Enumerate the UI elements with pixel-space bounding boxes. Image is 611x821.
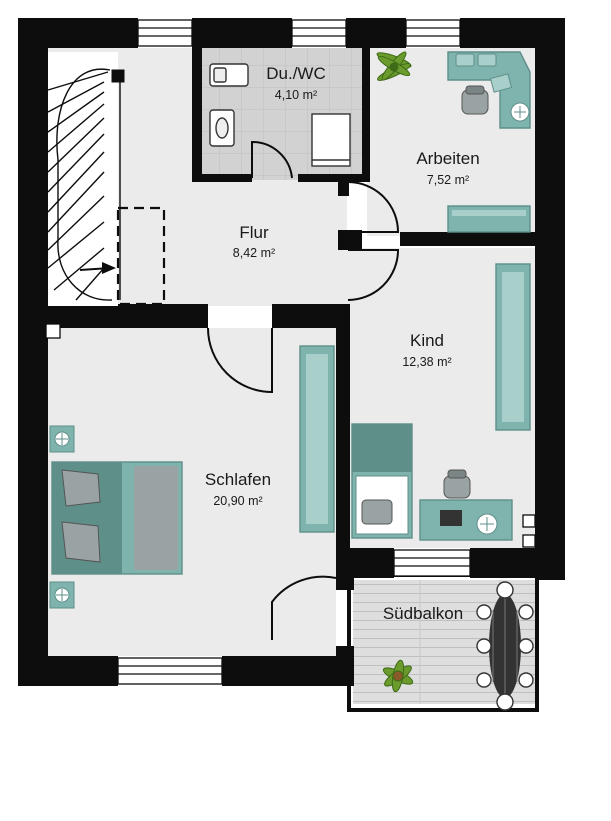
- wall: [222, 656, 342, 686]
- room-labels: Du./WC 4,10 m² Arbeiten 7,52 m² Flur 8,4…: [205, 64, 480, 623]
- room-area-office: 7,52 m²: [427, 173, 469, 187]
- double-bed: [51, 461, 183, 575]
- bedroom-furniture: [49, 345, 335, 609]
- monitor: [455, 53, 475, 67]
- wall: [272, 304, 348, 328]
- stair-direction-arrow: [102, 262, 116, 274]
- wall: [535, 18, 565, 580]
- laptop: [440, 510, 462, 526]
- walls: [18, 18, 565, 712]
- window: [45, 323, 61, 339]
- wall: [336, 646, 354, 686]
- nightstand: [49, 581, 75, 609]
- window: [405, 19, 461, 47]
- wall: [338, 182, 348, 196]
- window: [291, 19, 347, 47]
- wall: [192, 174, 252, 182]
- kid-room-furniture: [351, 263, 531, 541]
- room-name-bath: Du./WC: [266, 64, 326, 83]
- pillow: [61, 469, 101, 507]
- kid-desk: [419, 499, 513, 541]
- office-chair: [461, 85, 489, 115]
- wall: [298, 174, 370, 182]
- plant: [376, 51, 412, 81]
- pillow: [61, 521, 101, 563]
- room-area-hall: 8,42 m²: [233, 246, 275, 260]
- balcony-chairs: [476, 581, 534, 711]
- balcony-furniture: [382, 581, 534, 711]
- nightstand: [49, 425, 75, 453]
- hall-floor: [197, 180, 347, 306]
- wall: [362, 48, 370, 180]
- room-area-bedroom: 20,90 m²: [213, 494, 262, 508]
- door-swing: [347, 180, 400, 233]
- room-area-kid: 12,38 m²: [402, 355, 451, 369]
- room-name-kid: Kind: [410, 331, 444, 350]
- wall: [192, 18, 292, 48]
- wall: [18, 656, 118, 686]
- window: [522, 534, 536, 548]
- wall: [400, 232, 565, 246]
- door-swing: [347, 249, 400, 301]
- kid-bed: [351, 423, 413, 539]
- door-swing: [207, 327, 273, 394]
- window: [393, 549, 471, 577]
- wall: [192, 48, 202, 180]
- window: [117, 657, 223, 685]
- laptop: [489, 73, 513, 93]
- office-furniture: [376, 51, 531, 233]
- wall: [336, 304, 350, 576]
- corner-desk: [447, 51, 531, 129]
- stair-opening: [116, 206, 166, 306]
- wall: [535, 578, 538, 710]
- wall: [338, 230, 362, 250]
- room-name-office: Arbeiten: [416, 149, 479, 168]
- room-name-hall: Flur: [239, 223, 269, 242]
- bathroom-fixtures: [209, 63, 351, 167]
- window: [522, 514, 536, 528]
- plant: [382, 659, 414, 693]
- room-name-bedroom: Schlafen: [205, 470, 271, 489]
- room-area-bath: 4,10 m²: [275, 88, 317, 102]
- doors: [207, 140, 400, 640]
- staircase: [47, 52, 166, 306]
- monitor: [477, 53, 497, 67]
- room-name-balcony: Südbalkon: [383, 604, 463, 623]
- door-swing: [271, 575, 337, 640]
- wall: [336, 578, 354, 590]
- pillow: [361, 499, 393, 525]
- window: [137, 19, 193, 47]
- desk-chair: [443, 469, 471, 499]
- wall: [346, 18, 406, 48]
- wall: [18, 18, 48, 686]
- door-swing: [251, 140, 293, 179]
- windows: [45, 19, 536, 685]
- sideboard: [447, 205, 531, 233]
- shower: [311, 113, 351, 167]
